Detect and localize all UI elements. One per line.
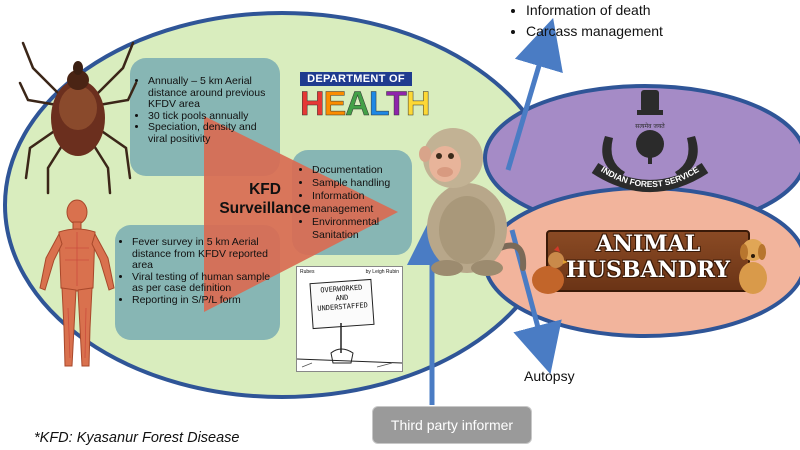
health-box-item: Documentation bbox=[312, 164, 412, 177]
health-letter: E bbox=[323, 85, 346, 123]
tick-box-item: Annually – 5 km Aerial distance around p… bbox=[148, 75, 272, 111]
human-box-item: Viral testing of human sample as per cas… bbox=[132, 271, 275, 295]
animal-husbandry-sign: ANIMAL HUSBANDRY bbox=[528, 220, 768, 300]
cartoon-scene bbox=[297, 323, 402, 368]
footnote: *KFD: Kyasanur Forest Disease bbox=[34, 430, 240, 446]
top-outcomes-list: Information of death Carcass management bbox=[506, 0, 796, 42]
autopsy-label: Autopsy bbox=[524, 368, 575, 384]
arrow-to-top-outcomes bbox=[505, 18, 563, 171]
health-box-item: Environmental Sanitation bbox=[312, 216, 412, 242]
tick-box-item: Speciation, density and viral positivity bbox=[148, 121, 272, 145]
health-letter: L bbox=[368, 85, 388, 123]
forest-service-motto: सत्यमेव जयते bbox=[635, 122, 665, 130]
health-letter: T bbox=[386, 85, 407, 123]
tick-box-item: 30 tick pools annually bbox=[148, 110, 272, 123]
tick-image bbox=[18, 41, 138, 195]
health-letter: H bbox=[300, 85, 325, 123]
animal-sign-line1: ANIMAL bbox=[595, 231, 701, 257]
human-box-item: Reporting in S/P/L form bbox=[132, 294, 275, 307]
human-anatomy-image bbox=[39, 199, 115, 367]
human-surveillance-box: Fever survey in 5 km Aerial distance fro… bbox=[120, 236, 275, 307]
outcome-item: Information of death bbox=[526, 0, 796, 21]
cartoon-image: Rubes by Leigh Rubin OVERWORKED AND UNDE… bbox=[296, 266, 403, 372]
cartoon-sign-text: OVERWORKED AND UNDERSTAFFED bbox=[317, 283, 369, 313]
health-letter: A bbox=[345, 85, 370, 123]
health-box-item: Sample handling bbox=[312, 177, 412, 190]
department-logo-line1: DEPARTMENT OF bbox=[300, 72, 412, 86]
cartoon-header: Rubes bbox=[300, 269, 315, 275]
cartoon-byline: by Leigh Rubin bbox=[365, 269, 399, 275]
monkey-image bbox=[419, 128, 527, 276]
human-box-item: Fever survey in 5 km Aerial distance fro… bbox=[132, 236, 275, 272]
health-box-item: Information management bbox=[312, 190, 412, 216]
third-party-informer-box: Third party informer bbox=[372, 406, 532, 444]
department-logo-line2: HEALTH bbox=[300, 85, 431, 123]
outcome-item: Carcass management bbox=[526, 21, 796, 42]
tick-surveillance-box: Annually – 5 km Aerial distance around p… bbox=[136, 75, 272, 145]
kfd-surveillance-title: KFD Surveillance bbox=[219, 181, 311, 217]
chicken-image bbox=[532, 246, 568, 294]
animal-sign-line2: HUSBANDRY bbox=[565, 257, 731, 283]
health-letter: H bbox=[405, 85, 431, 123]
surveillance-triangle bbox=[204, 116, 398, 312]
health-department-box: Documentation Sample handling Informatio… bbox=[300, 164, 412, 242]
dog-image bbox=[739, 239, 767, 294]
indian-forest-service-emblem: INDIAN FOREST SERVICE सत्यमेव जयते bbox=[591, 90, 709, 192]
department-of-health-logo: DEPARTMENT OF HEALTH bbox=[300, 72, 431, 123]
